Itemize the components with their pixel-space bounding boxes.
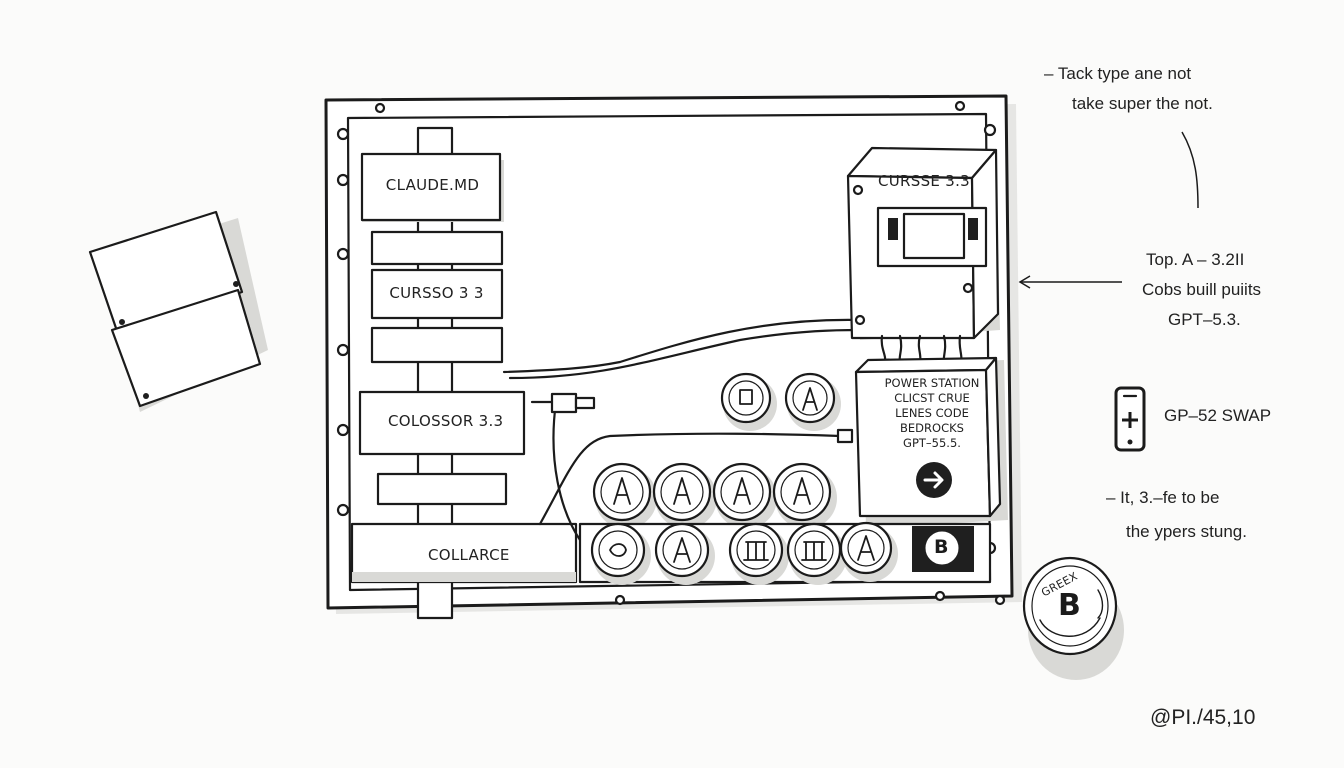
note-low-line-2: the ypers stung.: [1126, 522, 1247, 541]
knob-row-bottom: [590, 521, 898, 585]
note-top-line-2: take super the not.: [1072, 94, 1213, 113]
knob-row-middle: [592, 462, 837, 529]
loose-cards: [88, 210, 268, 412]
rack-label-collarce: COLLARCE: [428, 546, 510, 564]
note-low-line-1: – It, 3.–fe to be: [1106, 488, 1220, 507]
board-screws: [336, 100, 1006, 606]
wires: [502, 318, 862, 542]
power-station-line: LENES CODE: [895, 406, 969, 420]
annotation-pointers: [1018, 131, 1199, 289]
knob-row-top: [720, 372, 841, 431]
power-station-line: BEDROCKS: [900, 421, 964, 435]
phone-plus-icon: [1114, 386, 1146, 452]
rack-label-colossor: COLOSSOR 3.3: [388, 412, 504, 430]
note-top-line-1: – Tack type ane not: [1044, 64, 1192, 83]
note-mid-line-3: GPT–5.3.: [1168, 310, 1241, 329]
switch-button[interactable]: B: [934, 536, 949, 558]
power-station-line: GPT–55.5.: [903, 436, 961, 450]
coin: [1022, 556, 1124, 680]
power-station-line: CLICST CRUE: [894, 391, 970, 405]
module-title: CURSSE 3.3: [878, 172, 971, 190]
signature: @PI./45,10: [1150, 706, 1256, 729]
power-station-box: [854, 356, 1008, 528]
power-station-line: POWER STATION: [884, 376, 980, 390]
arrow-right-icon[interactable]: [916, 462, 952, 498]
note-mid-line-1: Top. A – 3.2II: [1146, 250, 1245, 269]
cursse-module: [846, 146, 1000, 370]
rack-stack: [350, 126, 578, 620]
power-station-screen: POWER STATION CLICST CRUE LENES CODE BED…: [870, 376, 994, 451]
knob-glyphs: [609, 387, 875, 563]
rack-label-cursso: CURSSO 3 3: [389, 284, 484, 302]
rack-label-claude-md: CLAUDE.MD: [385, 176, 480, 194]
note-swap: GP–52 SWAP: [1164, 406, 1272, 425]
coin-letter: B: [1058, 588, 1081, 623]
switch-button-body: [912, 526, 974, 572]
note-mid-line-2: Cobs buill puiits: [1142, 280, 1262, 299]
